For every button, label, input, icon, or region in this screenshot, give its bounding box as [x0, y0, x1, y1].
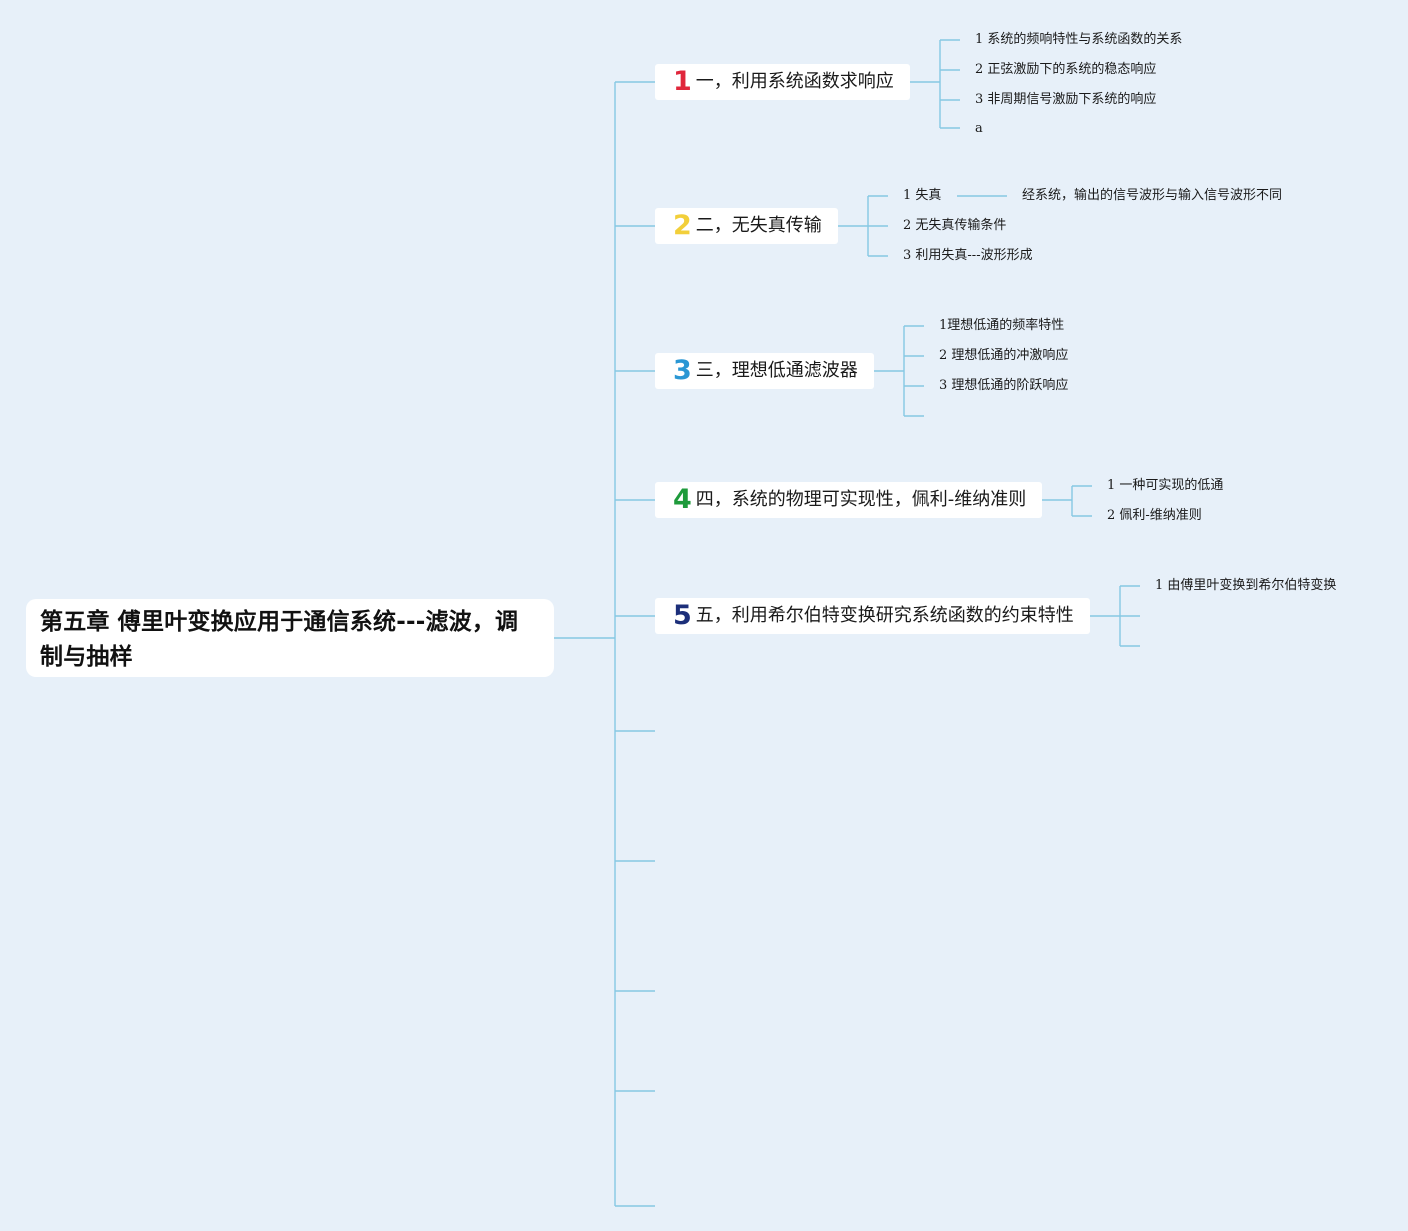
- branch-node-4[interactable]: 4 四，系统的物理可实现性，佩利-维纳准则: [655, 482, 1042, 518]
- leaf-1-1[interactable]: 1 系统的频响特性与系统函数的关系: [975, 32, 1183, 47]
- root-title: 第五章 傅里叶变换应用于通信系统---滤波，调制与抽样: [40, 609, 519, 670]
- leaf-3-2[interactable]: 2 理想低通的冲激响应: [939, 348, 1069, 363]
- branch-label-5: 五，利用希尔伯特变换研究系统函数的约束特性: [695, 605, 1074, 626]
- branch-label-3: 三，理想低通滤波器: [695, 360, 858, 381]
- branch-label-1: 一，利用系统函数求响应: [695, 71, 894, 92]
- number-marker-2: 2: [673, 210, 692, 241]
- root-topic[interactable]: 第五章 傅里叶变换应用于通信系统---滤波，调制与抽样: [26, 599, 554, 677]
- number-marker-1: 1: [673, 66, 692, 97]
- branch-node-5[interactable]: 5 五，利用希尔伯特变换研究系统函数的约束特性: [655, 598, 1090, 634]
- branch-node-1[interactable]: 1 一，利用系统函数求响应: [655, 64, 910, 100]
- leaf-3-1[interactable]: 1理想低通的频率特性: [939, 318, 1065, 333]
- branch-label-2: 二，无失真传输: [695, 215, 822, 236]
- leaf-2-1[interactable]: 1 失真: [903, 188, 942, 203]
- number-marker-5: 5: [673, 600, 692, 631]
- leaf-3-3[interactable]: 3 理想低通的阶跃响应: [939, 378, 1069, 393]
- branch-node-3[interactable]: 3 三，理想低通滤波器: [655, 353, 874, 389]
- leaf-2-2[interactable]: 2 无失真传输条件: [903, 218, 1007, 233]
- branch-label-4: 四，系统的物理可实现性，佩利-维纳准则: [695, 489, 1027, 510]
- leaf-4-2[interactable]: 2 佩利-维纳准则: [1107, 508, 1202, 523]
- branch-node-2[interactable]: 2 二，无失真传输: [655, 208, 838, 244]
- leaf-1-2[interactable]: 2 正弦激励下的系统的稳态响应: [975, 62, 1157, 77]
- number-marker-3: 3: [673, 355, 692, 386]
- leaf-2-3[interactable]: 3 利用失真---波形形成: [903, 248, 1033, 263]
- number-marker-4: 4: [673, 484, 692, 515]
- leaf-1-3[interactable]: 3 非周期信号激励下系统的响应: [975, 92, 1157, 107]
- leaf-5-1[interactable]: 1 由傅里叶变换到希尔伯特变换: [1155, 578, 1337, 593]
- leaf-4-1[interactable]: 1 一种可实现的低通: [1107, 478, 1224, 493]
- leaf-1-4[interactable]: a: [975, 121, 983, 136]
- leaf-2-1-detail[interactable]: 经系统，输出的信号波形与输入信号波形不同: [1022, 188, 1283, 203]
